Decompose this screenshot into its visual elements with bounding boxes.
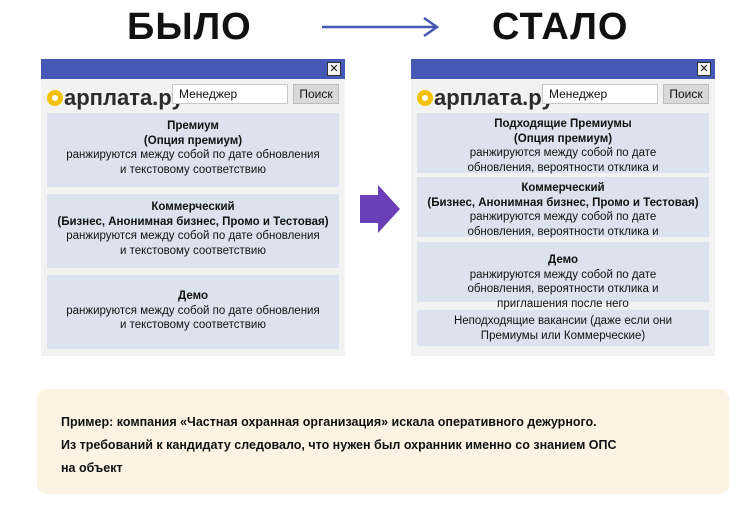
card-title: Коммерческий xyxy=(521,182,605,194)
card-subtitle: (Опция премиум) xyxy=(513,132,613,145)
transition-arrow-icon xyxy=(360,185,400,233)
card-text: ранжируются между собой по дате обновлен… xyxy=(467,268,659,310)
card-title: Демо xyxy=(548,254,578,266)
note-line-2: Из требований к кандидату следовало, что… xyxy=(61,438,617,452)
ranking-card-commercial: Коммерческий (Бизнес, Анонимная бизнес, … xyxy=(417,177,709,252)
before-heading: БЫЛО xyxy=(127,6,252,48)
search-input[interactable]: Менеджер xyxy=(542,84,658,104)
card-text: ранжируются между собой по дате обновлен… xyxy=(66,149,320,176)
zarplata-logo: арплата.ру xyxy=(47,85,184,111)
search-bar: арплата.ру Менеджер Поиск xyxy=(41,83,345,113)
window-titlebar: ✕ xyxy=(411,59,715,79)
example-note: Пример: компания «Частная охранная орган… xyxy=(37,389,729,494)
arrow-right-icon xyxy=(322,16,440,38)
after-heading: СТАЛО xyxy=(492,6,629,48)
search-input[interactable]: Менеджер xyxy=(172,84,288,104)
zarplata-logo: арплата.ру xyxy=(417,85,554,111)
logo-text: арплата.ру xyxy=(64,85,184,110)
card-text: Неподходящие вакансии (даже если они Пре… xyxy=(453,315,673,342)
after-window: ✕ арплата.ру Менеджер Поиск Подходящие П… xyxy=(411,59,715,356)
close-button[interactable]: ✕ xyxy=(697,62,711,76)
close-button[interactable]: ✕ xyxy=(327,62,341,76)
ranking-card-premium: Премиум (Опция премиум) ранжируются межд… xyxy=(47,113,339,187)
ranking-card-commercial: Коммерческий (Бизнес, Анонимная бизнес, … xyxy=(47,194,339,268)
card-subtitle: (Бизнес, Анонимная бизнес, Промо и Тесто… xyxy=(57,215,329,228)
card-title: Коммерческий xyxy=(151,201,235,213)
card-text: ранжируются между собой по дате обновлен… xyxy=(66,304,320,332)
note-line-1: Пример: компания «Частная охранная орган… xyxy=(61,415,597,429)
ranking-card-demo: Демо ранжируются между собой по дате обн… xyxy=(47,275,339,349)
window-titlebar: ✕ xyxy=(41,59,345,79)
logo-mark-icon xyxy=(417,90,433,106)
search-button[interactable]: Поиск xyxy=(663,84,709,104)
card-title: Демо xyxy=(178,290,208,302)
card-subtitle: (Опция премиум) xyxy=(143,134,243,147)
card-title: Подходящие Премиумы xyxy=(494,118,632,130)
card-title: Премиум xyxy=(167,120,219,132)
ranking-card-premium: Подходящие Премиумы (Опция премиум) ранж… xyxy=(417,113,709,188)
logo-text: арплата.ру xyxy=(434,85,554,110)
ranking-card-unsuitable: Неподходящие вакансии (даже если они Пре… xyxy=(417,310,709,346)
note-line-3: на объект xyxy=(61,461,123,475)
search-button[interactable]: Поиск xyxy=(293,84,339,104)
logo-mark-icon xyxy=(47,90,63,106)
search-bar: арплата.ру Менеджер Поиск xyxy=(411,83,715,113)
ranking-card-demo: Демо ранжируются между собой по дате обн… xyxy=(417,242,709,310)
before-window: ✕ арплата.ру Менеджер Поиск Премиум (Опц… xyxy=(41,59,345,356)
card-text: ранжируются между собой по дате обновлен… xyxy=(66,230,320,257)
card-subtitle: (Бизнес, Анонимная бизнес, Промо и Тесто… xyxy=(427,196,699,209)
